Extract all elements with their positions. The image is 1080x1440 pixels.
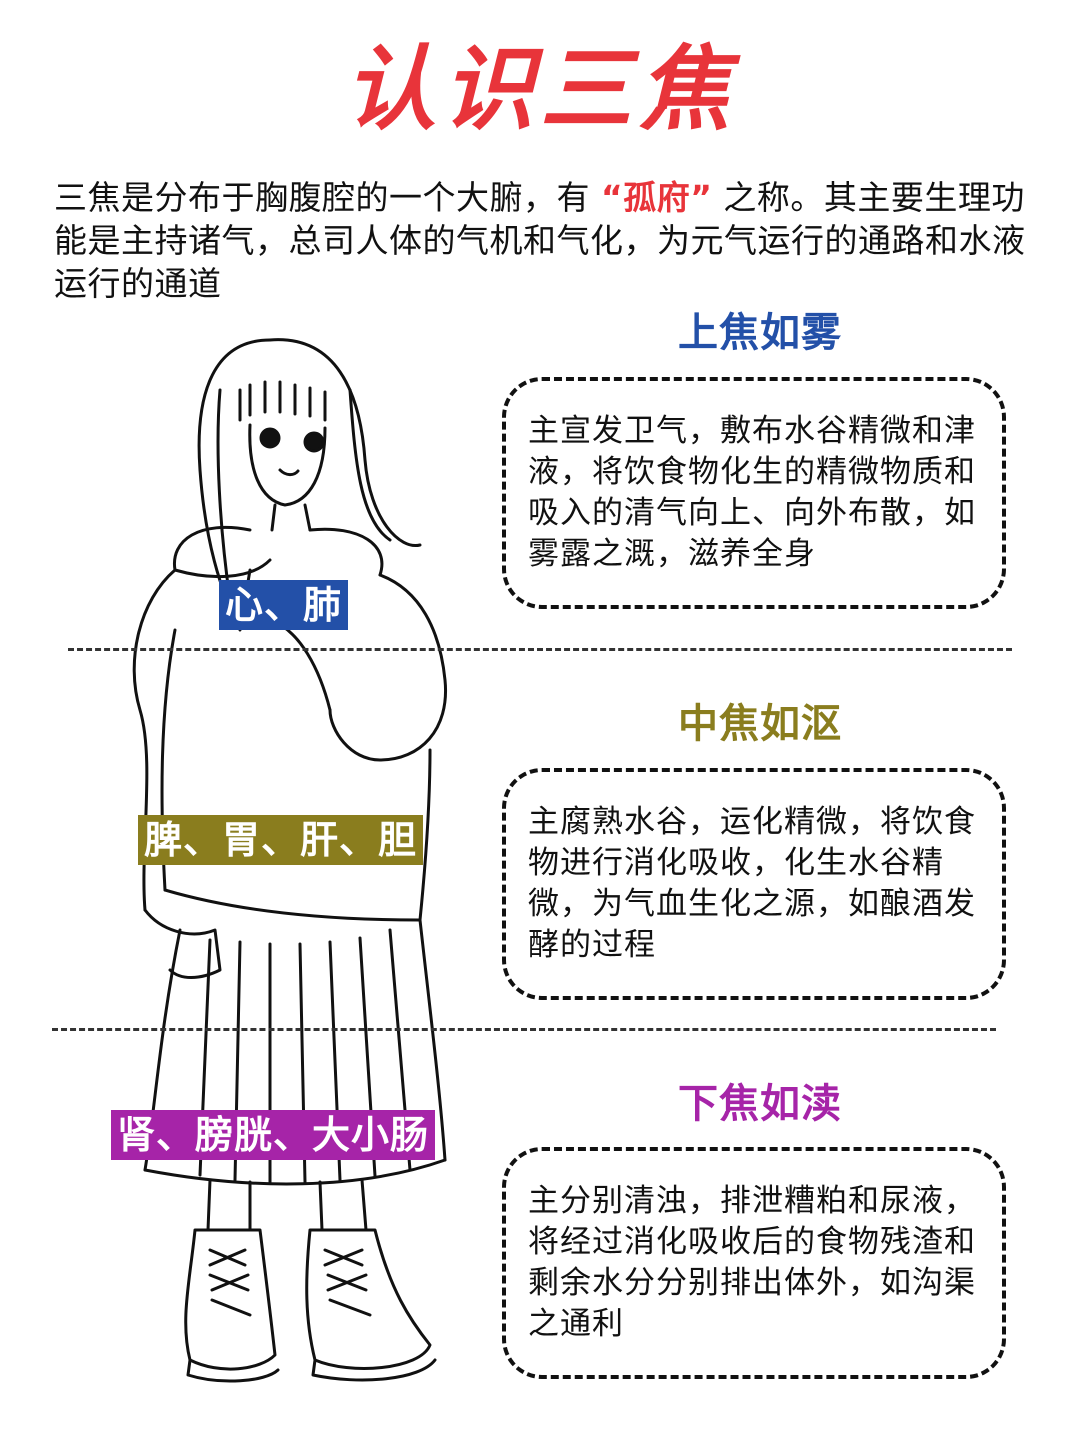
organ-label-middle: 脾、胃、肝、胆 — [138, 815, 424, 865]
section-title-upper: 上焦如雾 — [678, 310, 842, 356]
description-box-lower: 主分别清浊，排泄糟粕和尿液，将经过消化吸收后的食物残渣和剩余水分分别排出体外，如… — [502, 1147, 1006, 1379]
intro-highlight: “孤府” — [601, 178, 713, 217]
divider-middle-lower — [52, 1028, 996, 1031]
intro-paragraph: 三焦是分布于胸腹腔的一个大腑，有 “孤府” 之称。其主要生理功能是主持诸气，总司… — [54, 176, 1044, 305]
girl-illustration-icon — [132, 338, 448, 1383]
section-title-lower: 下焦如渎 — [678, 1081, 842, 1127]
divider-upper-middle — [68, 648, 1012, 651]
organ-label-upper: 心、肺 — [219, 580, 349, 630]
intro-text-before: 三焦是分布于胸腹腔的一个大腑，有 — [54, 178, 590, 217]
section-title-middle: 中焦如沤 — [678, 701, 842, 747]
page-title: 认识三焦 — [343, 36, 736, 143]
intro-text-after: 之称。其主要生理功能是主持诸气，总司人体的气机和气化，为元气运行的通路和水液运行… — [54, 178, 1026, 303]
description-box-middle: 主腐熟水谷，运化精微，将饮食物进行消化吸收，化生水谷精微，为气血生化之源，如酿酒… — [502, 768, 1006, 1000]
description-box-upper: 主宣发卫气，敷布水谷精微和津液，将饮食物化生的精微物质和吸入的清气向上、向外布散… — [502, 377, 1006, 609]
organ-label-lower: 肾、膀胱、大小肠 — [111, 1110, 436, 1160]
